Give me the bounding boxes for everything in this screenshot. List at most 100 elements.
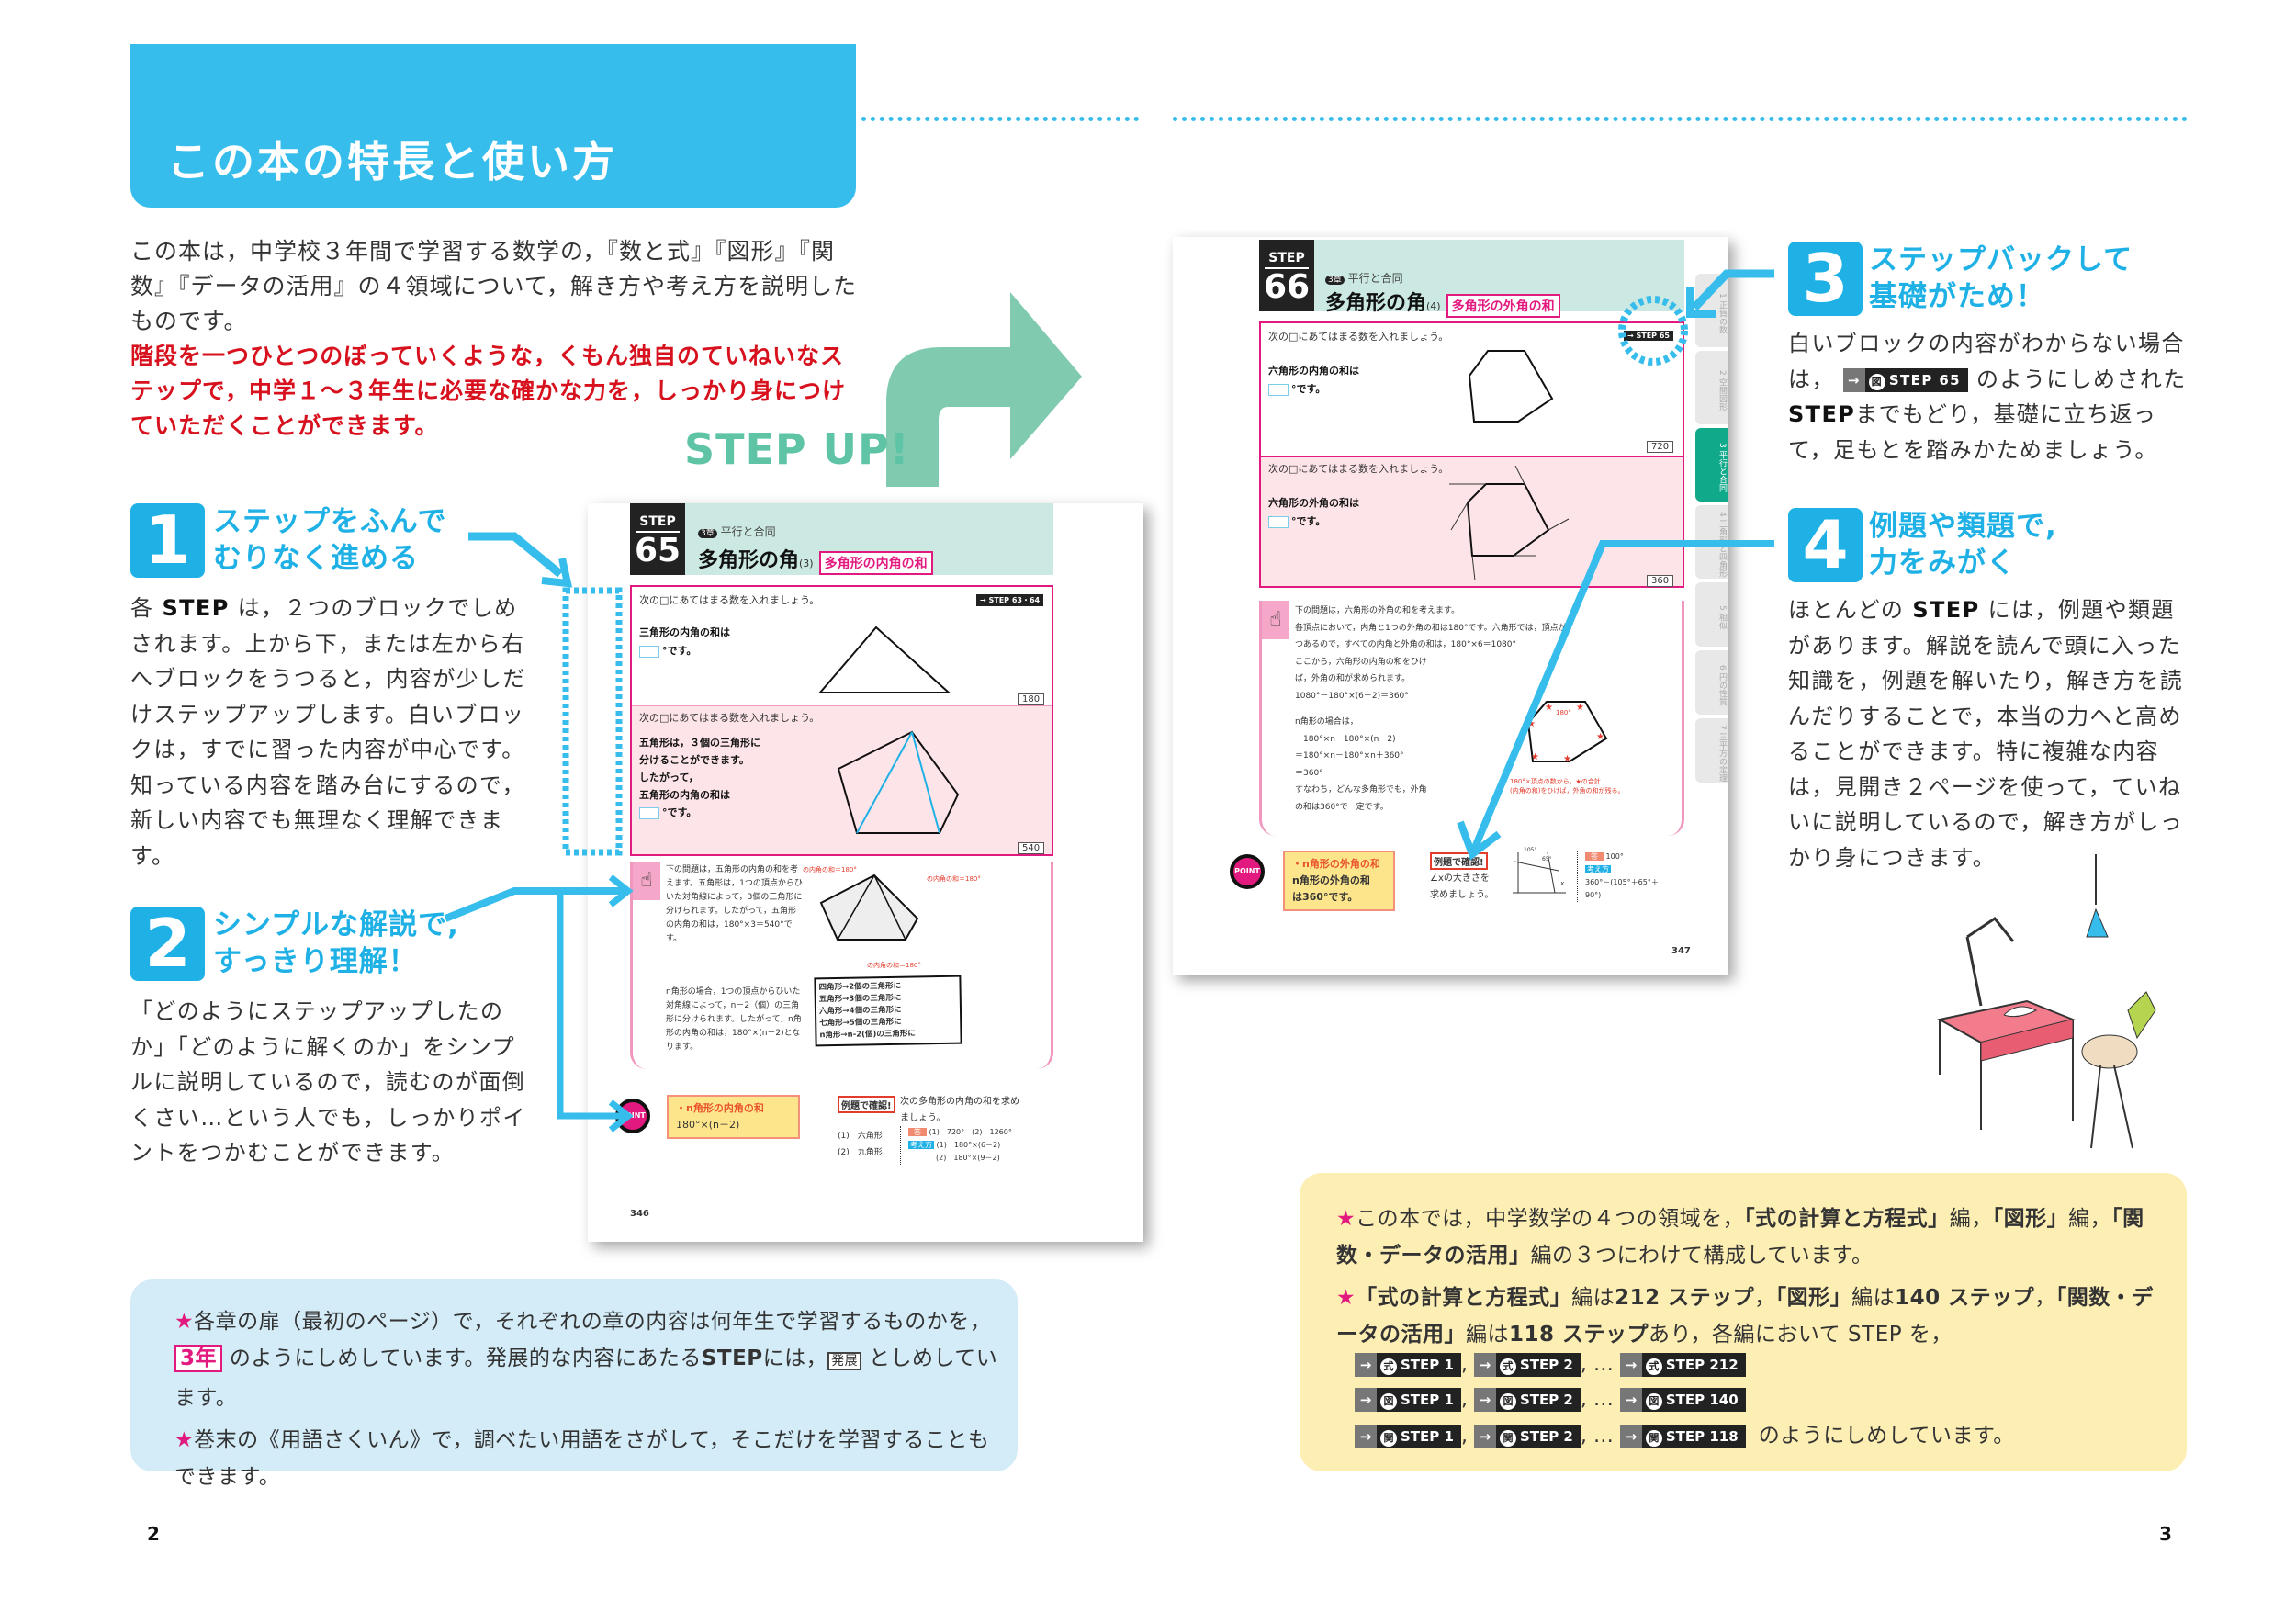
side-tab-2[interactable]: 2 空間図形 — [1695, 351, 1728, 424]
category-icon: 関 — [1499, 1430, 1516, 1447]
answer-value: 180 — [1018, 688, 1045, 705]
section-number-2: 2 — [130, 907, 205, 981]
answer: 720 — [1647, 441, 1674, 453]
answer-blank[interactable] — [1268, 515, 1289, 528]
suffix: °です。 — [662, 806, 697, 818]
question-text: 三角形の内角の和は — [639, 626, 730, 638]
heading-line: すっきり理解！ — [213, 945, 418, 978]
side-tab-3[interactable]: 3 平行と合同 — [1695, 428, 1728, 502]
star-icon: ★ — [174, 1428, 195, 1452]
ref-label: STEP 65 — [1636, 332, 1670, 340]
example-item: (2) 九角形 — [838, 1148, 883, 1157]
answer-blank[interactable] — [1268, 383, 1289, 396]
badge-label: STEP 65 — [1888, 371, 1962, 389]
text: 118 ステップ — [1509, 1323, 1649, 1347]
grade-tag: 3年 — [174, 1345, 223, 1372]
hexagon-star-figure: ★★★★★★ — [1526, 701, 1608, 764]
chapter-name: 平行と合同 — [1347, 272, 1403, 285]
answer-blank[interactable] — [639, 645, 659, 658]
arrow-icon: → — [1355, 1425, 1377, 1448]
ref-label: STEP 63・64 — [988, 596, 1041, 604]
page-number: 347 — [1671, 946, 1691, 956]
category-icon: 図 — [1645, 1393, 1662, 1410]
problem-block: 次の□にあてはまる数を入れましょう。 → STEP 63・64 三角形の内角の和… — [630, 585, 1053, 856]
angle-problem-figure — [1513, 851, 1566, 894]
line: ＝360° — [1295, 768, 1323, 778]
dotted-divider — [1173, 117, 2188, 121]
tab-label: 三平方の定理 — [1717, 732, 1727, 783]
line: ば，外角の和が求められます。 — [1295, 674, 1411, 683]
point-title: ・n角形の内角の和 — [676, 1102, 764, 1114]
answer-area: 答 (1) 720° (2) 1260° 考え方 (1) 180°×(6－2) … — [900, 1126, 1012, 1165]
answer-text: (1) 720° (2) 1260° — [929, 1128, 1012, 1136]
svg-text:★: ★ — [1531, 752, 1539, 762]
text: 編， — [2068, 1207, 2112, 1231]
topic-tag: 多角形の内角の和 — [818, 550, 933, 575]
figure-label: の内角の和＝180° — [867, 962, 921, 969]
answer-blank[interactable] — [639, 806, 659, 819]
chapter-label: 3章 平行と合同 — [698, 524, 776, 539]
example-label: 例題で確認! — [838, 1096, 895, 1113]
tab-label: 正負の数 — [1717, 300, 1727, 334]
answer-value: 360 — [1647, 569, 1674, 587]
tab-label: 三角形と四角形 — [1717, 519, 1727, 578]
badge-label: STEP 2 — [1519, 1392, 1573, 1408]
prompt: 次の□にあてはまる数を入れましょう。 — [639, 594, 820, 606]
suffix: °です。 — [1291, 383, 1326, 395]
line: の和は360°で一定です。 — [1295, 802, 1389, 812]
problem-block: 次の□にあてはまる数を入れましょう。 → STEP 65 六角形の内角の和は °… — [1259, 321, 1684, 588]
chapter-label: 3章 平行と合同 — [1325, 270, 1403, 286]
category-icon: 式 — [1380, 1358, 1397, 1375]
text: 「関数・データの活用」 — [1336, 1207, 2144, 1268]
point-icon: POINT — [1230, 854, 1265, 889]
divider — [1261, 456, 1683, 457]
tab-num: 5 — [1717, 604, 1727, 611]
ellipsis: … — [1593, 1425, 1614, 1448]
text: 「関数・データの活用」 — [1336, 1286, 2154, 1347]
step-number-box: STEP 65 — [630, 503, 685, 575]
side-tab-4[interactable]: 4 三角形と四角形 — [1695, 505, 1728, 579]
explanation-text: 下の問題は，五角形の内角の和を考えます。五角形は，1つの頂点からひいた対角線によ… — [666, 865, 803, 943]
side-tab-7[interactable]: 7 三平方の定理 — [1695, 718, 1728, 783]
side-tab-1[interactable]: 1 正負の数 — [1695, 274, 1728, 347]
example-items: (1) 六角形(2) 九角形 — [838, 1128, 883, 1161]
category-icon: 図 — [1380, 1393, 1397, 1410]
step-ref-badge: → STEP 65 — [1624, 331, 1673, 341]
tab-num: 3 — [1717, 443, 1727, 448]
side-tab-6[interactable]: 6 円の性質 — [1695, 650, 1728, 715]
memo-line: n角形→n-2(個)の三角形に — [819, 1029, 916, 1041]
figure-label: の内角の和＝180° — [803, 866, 857, 873]
pointing-hand-icon: ☝ — [1262, 601, 1289, 639]
text: 巻末の《用語さくいん》で，調べたい用語をさがして，そこだけを学習することもできま… — [174, 1428, 990, 1489]
pentagon-divided-figure — [819, 873, 919, 941]
section-1-heading: ステップをふんでむりなく進める — [213, 503, 446, 577]
tab-num: 4 — [1717, 512, 1727, 517]
sample-page-347: STEP 66 3章 平行と合同 多角形の角(4)多角形の外角の和 次の□にあて… — [1173, 237, 1728, 975]
line: 五角形の内角の和は — [639, 789, 730, 801]
answer-text: 100° — [1605, 852, 1624, 861]
step-ref-badge: → STEP 63・64 — [976, 594, 1044, 606]
text: 編， — [1949, 1207, 1993, 1231]
body-text: のようにしめされた — [1976, 366, 2187, 392]
title-text: 多角形の角 — [1325, 292, 1427, 315]
note-line: (内角の和)をひけば，外角の和が残る。 — [1510, 787, 1625, 795]
prompt: 次の□にあてはまる数を入れましょう。 — [1268, 463, 1449, 475]
badge-label: STEP 2 — [1519, 1357, 1573, 1373]
method-label: 考え方 — [908, 1141, 934, 1149]
page-title: この本の特長と使い方 — [167, 137, 617, 186]
side-tab-5[interactable]: 5 相似 — [1695, 582, 1728, 647]
heading-line: 力をみがく — [1869, 547, 2016, 580]
answer-area: 答 100° 考え方 360°－(105°＋65°＋ 90°) — [1577, 851, 1678, 902]
page-number-right: 3 — [2159, 1523, 2172, 1545]
line: すなわち，どんな多角形でも，外角 — [1295, 785, 1427, 795]
tab-label: 平行と合同 — [1717, 450, 1727, 492]
figure-note: 180°×頂点の数から，★の合計(内角の和)をひけば，外角の和が残る。 — [1510, 777, 1624, 795]
advanced-tag: 発展 — [827, 1352, 862, 1370]
text: のようにしめしています。発展的な内容にあたる — [229, 1347, 702, 1370]
step-number: 66 — [1263, 268, 1311, 306]
body-bold: STEP — [162, 595, 230, 621]
